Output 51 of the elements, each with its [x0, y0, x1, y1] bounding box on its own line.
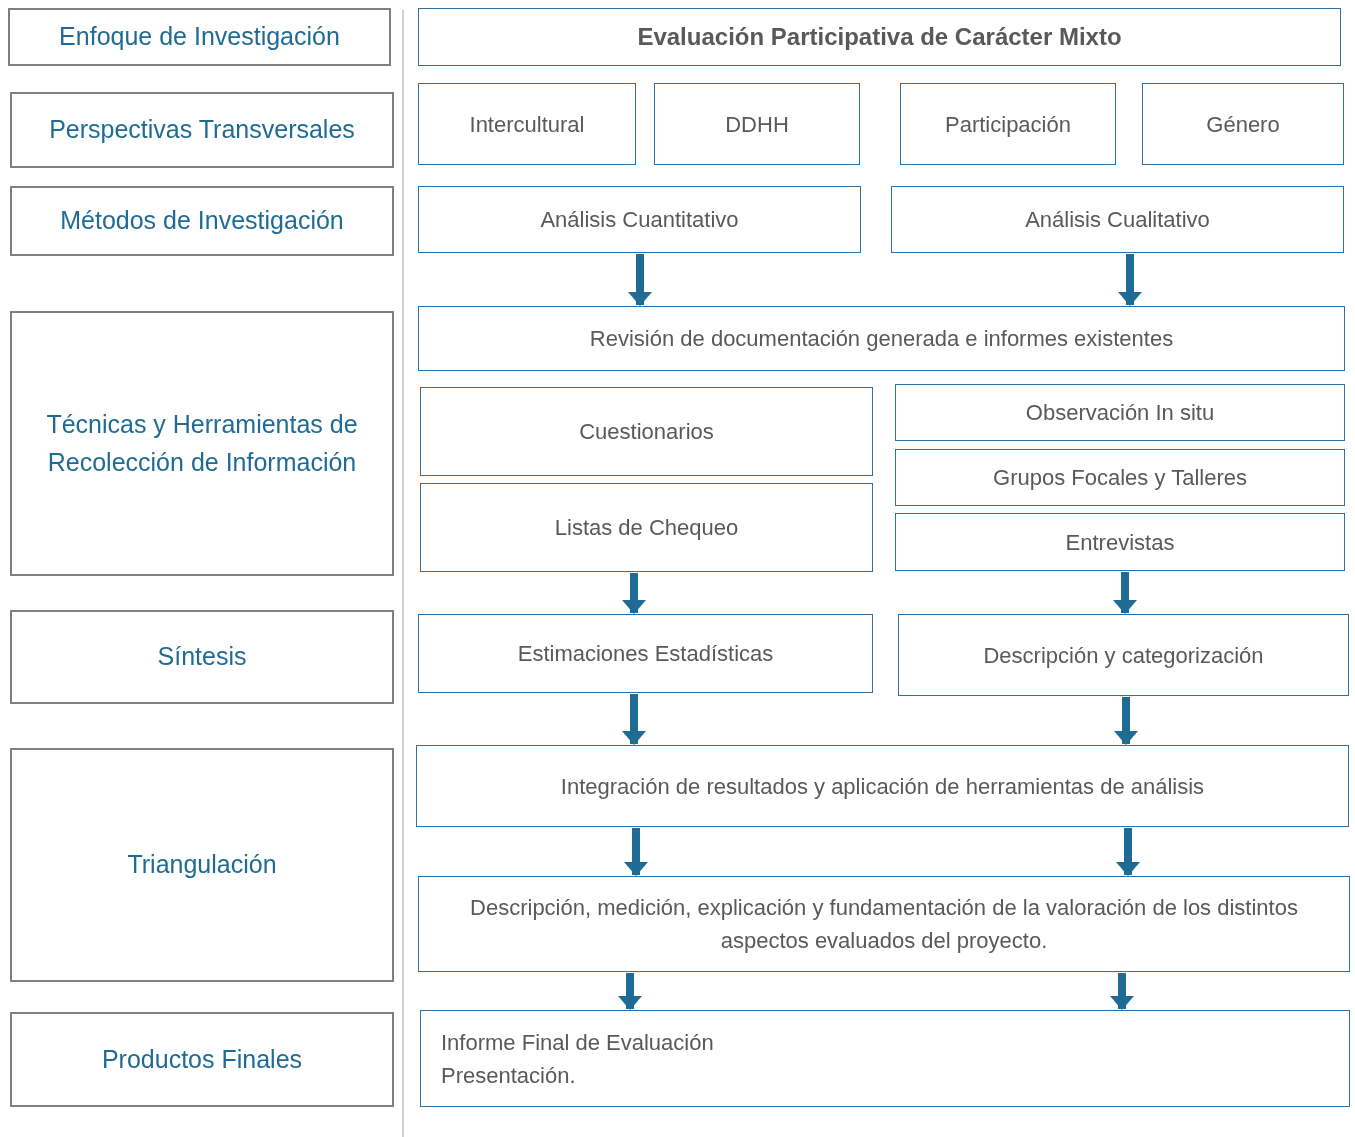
box-label: Intercultural [469, 110, 585, 139]
stage-heading-box [10, 186, 394, 256]
step-box [1142, 83, 1344, 165]
box-label: Evaluación Participativa de Carácter Mixto [637, 22, 1122, 52]
box-label: Estimaciones Estadísticas [517, 640, 774, 668]
box-label: Género [1206, 110, 1280, 139]
box-label: Técnicas y Herramientas de Recolección de Información [45, 409, 359, 478]
step-box [895, 513, 1345, 571]
box-label: Triangulación [127, 849, 277, 881]
step-box [895, 384, 1345, 441]
stage-heading-box [8, 8, 391, 66]
box-label: DDHH [725, 110, 789, 139]
step-box [418, 614, 873, 693]
box-label: Entrevistas [1065, 528, 1175, 557]
box-label: Listas de Chequeo [554, 514, 739, 542]
box-label: Observación In situ [1025, 399, 1215, 427]
step-box [418, 306, 1345, 371]
box-label: Descripción, medición, explicación y fundamentación de la valoración de los distintos aspectos evaluados del proyecto. [469, 894, 1299, 955]
step-box [895, 449, 1345, 506]
step-box [418, 876, 1350, 972]
box-label: Participación [945, 110, 1071, 139]
step-box [420, 483, 873, 572]
box-label: Perspectivas Transversales [49, 114, 355, 146]
step-box [420, 1010, 1350, 1107]
box-label: Síntesis [157, 641, 247, 673]
step-box [891, 186, 1344, 253]
step-box [654, 83, 860, 165]
stage-heading-box [10, 748, 394, 982]
box-label: Informe Final de Evaluación [441, 1028, 714, 1057]
step-box [420, 387, 873, 476]
box-label: Integración de resultados y aplicación de herramientas de análisis [560, 772, 1205, 801]
step-box [418, 8, 1341, 66]
step-box [416, 745, 1349, 827]
step-box [418, 83, 636, 165]
box-label: Análisis Cuantitativo [540, 206, 739, 234]
stage-heading-box [10, 610, 394, 704]
box-label: Cuestionarios [579, 418, 714, 446]
box-label: Métodos de Investigación [60, 205, 344, 237]
step-box [900, 83, 1116, 165]
stage-heading-box [10, 311, 394, 576]
box-label: Grupos Focales y Talleres [993, 464, 1247, 492]
step-box [418, 186, 861, 253]
box-label: Análisis Cualitativo [1025, 206, 1210, 234]
step-box [898, 614, 1349, 696]
stage-heading-box [10, 1012, 394, 1107]
box-label: Productos Finales [101, 1043, 303, 1075]
box-label: Presentación. [441, 1061, 576, 1090]
box-label: Revisión de documentación generada e informes existentes [589, 325, 1174, 353]
box-label: Descripción y categorización [983, 641, 1264, 670]
stage-heading-box [10, 92, 394, 168]
box-label: Enfoque de Investigación [59, 21, 340, 53]
